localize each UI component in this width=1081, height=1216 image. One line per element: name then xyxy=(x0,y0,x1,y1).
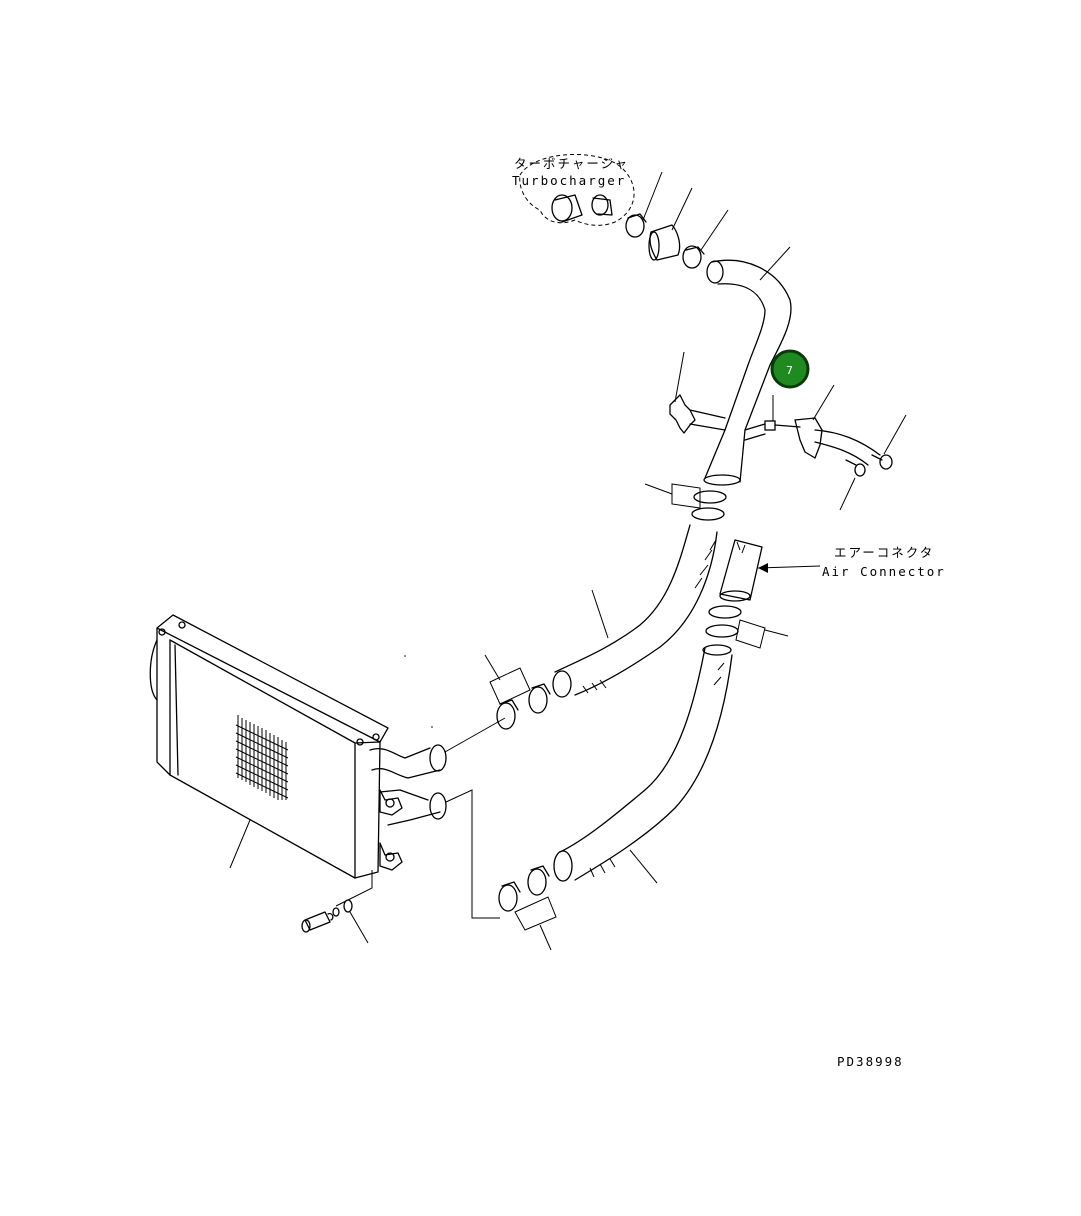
upper-hose-clamps xyxy=(644,483,727,521)
callout-7[interactable]: 7 xyxy=(770,349,810,389)
lower-hose-clamps xyxy=(705,605,789,649)
core-fin-mesh xyxy=(235,715,289,800)
intercooler-outlet-pipe xyxy=(379,789,500,919)
turbocharger-label-jp: ターボチャージャ xyxy=(514,156,629,171)
mounting-bolt xyxy=(301,870,373,944)
air-connector xyxy=(719,539,821,602)
upper-air-tube xyxy=(703,246,792,486)
intercooler-lower-clamps xyxy=(498,865,557,951)
rubber-sleeve xyxy=(648,187,693,261)
intercooler-core xyxy=(149,614,389,879)
air-connector-label-jp: エアーコネクタ xyxy=(834,545,934,560)
left-upper-hose xyxy=(552,524,718,698)
turbocharger-label-en: Turbocharger xyxy=(512,173,626,188)
callout-7-circle[interactable] xyxy=(770,349,810,389)
drawing-number: PD38998 xyxy=(837,1054,904,1069)
air-connector-label-en: Air Connector xyxy=(822,564,946,579)
intercooler-inlet-pipe xyxy=(369,717,506,779)
tube-bracket xyxy=(669,351,726,434)
lower-return-hose xyxy=(553,644,733,884)
intercooler-upper-clamps xyxy=(484,654,551,730)
sensor-harness xyxy=(744,384,907,511)
callout-7-number[interactable]: 7 xyxy=(786,364,793,377)
sleeve-clamp xyxy=(682,209,729,269)
turbocharger xyxy=(519,154,635,226)
turbo-outlet-clamp xyxy=(625,171,663,238)
